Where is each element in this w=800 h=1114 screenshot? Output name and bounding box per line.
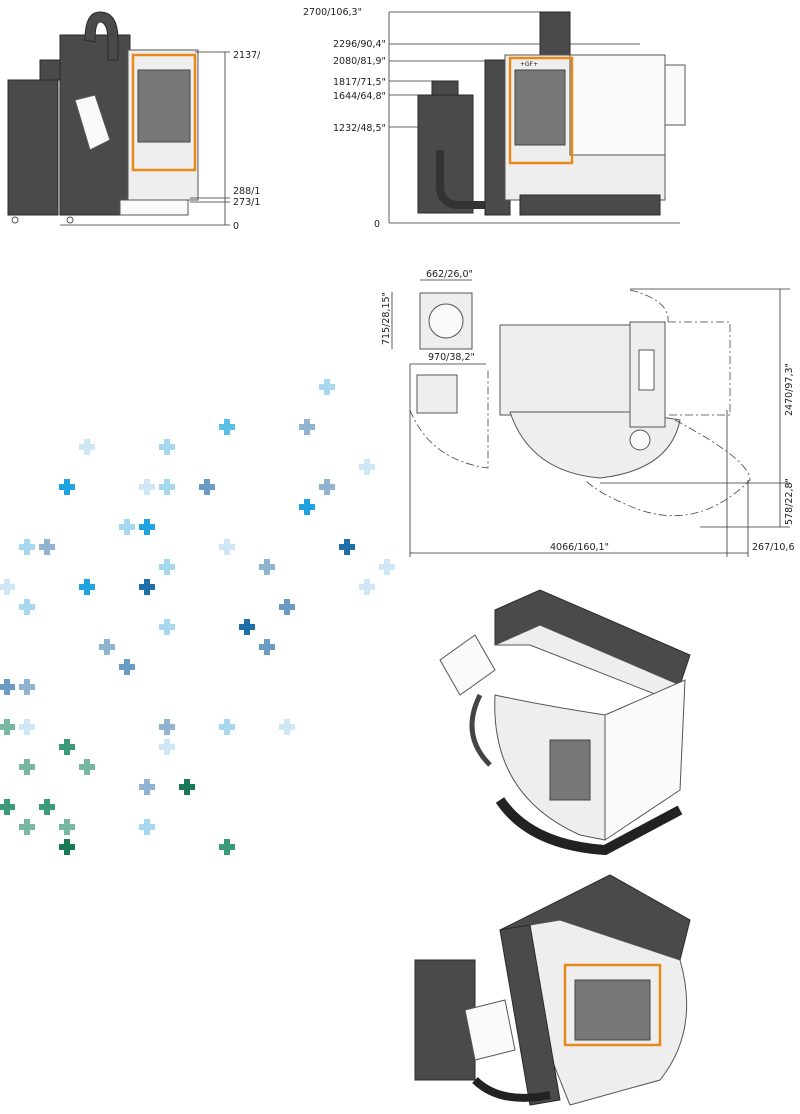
dim-267: 267/10,6 <box>752 542 795 553</box>
plus-icon <box>159 439 175 455</box>
dim-578: 578/22,8" <box>784 478 795 525</box>
plus-icon <box>179 779 195 795</box>
plus-icon <box>19 759 35 775</box>
machine-top <box>499 324 631 416</box>
plus-icon <box>139 479 155 495</box>
control-panel <box>74 94 111 151</box>
plus-icon <box>39 539 55 555</box>
dim-2470: 2470/97,3" <box>784 363 795 416</box>
plus-icon <box>379 559 395 575</box>
control-panel-iso <box>439 634 496 696</box>
plus-icon <box>59 479 75 495</box>
dim-2296: 2296/90,4" <box>333 39 386 50</box>
dim-zero-side: 0 <box>374 219 380 230</box>
plus-icon <box>59 839 75 855</box>
dim-662: 662/26,0" <box>426 269 473 280</box>
isometric-view-2 <box>414 874 691 1106</box>
door-window <box>137 69 191 143</box>
plus-icon <box>39 799 55 815</box>
plus-icon <box>19 679 35 695</box>
dim-1232: 1232/48,5" <box>333 123 386 134</box>
plus-icon <box>0 579 15 595</box>
logo: +GF+ <box>520 61 538 68</box>
plus-icon <box>159 479 175 495</box>
side-view-drawing: 2700/106,3" 2296/90,4" 2080/81,9" 1817/7… <box>303 7 686 230</box>
plus-icon <box>79 579 95 595</box>
plus-icon <box>339 539 355 555</box>
plus-icon <box>19 539 35 555</box>
plus-icon <box>0 679 15 695</box>
plus-icon <box>219 419 235 435</box>
plus-icon <box>159 719 175 735</box>
dim-1644: 1644/64,8" <box>333 91 386 102</box>
plus-icon <box>319 479 335 495</box>
plus-icon <box>119 659 135 675</box>
dim-288: 288/11,4" <box>233 186 260 197</box>
plus-icon <box>159 619 175 635</box>
dim-2080: 2080/81,9" <box>333 56 386 67</box>
plus-icon <box>59 739 75 755</box>
dim-715: 715/28,15" <box>381 292 392 345</box>
plus-icon <box>279 719 295 735</box>
dim-height-door: 2137/84,2" <box>233 50 260 61</box>
control-panel-iso-2 <box>464 999 516 1061</box>
plus-icon <box>319 379 335 395</box>
plus-icon <box>219 539 235 555</box>
plus-icon <box>139 519 155 535</box>
plus-icon <box>139 779 155 795</box>
coolant-unit <box>7 79 59 216</box>
plus-icon <box>19 819 35 835</box>
plus-icon <box>219 719 235 735</box>
plus-icon <box>199 479 215 495</box>
dim-4066: 4066/160,1" <box>550 542 609 553</box>
plus-icon <box>139 819 155 835</box>
dim-970: 970/38,2" <box>428 352 475 363</box>
dim-2700: 2700/106,3" <box>303 7 362 18</box>
dim-zero: 0 <box>233 221 239 232</box>
plus-icon <box>159 559 175 575</box>
plus-icon <box>219 839 235 855</box>
top-view-drawing: 662/26,0" 715/28,15" 970/38,2" 2470/97,3… <box>381 269 795 557</box>
dim-1817: 1817/71,5" <box>333 77 386 88</box>
dim-273: 273/10,8" <box>233 197 260 208</box>
plus-icon <box>19 599 35 615</box>
plus-icon <box>139 579 155 595</box>
plus-icon <box>99 639 115 655</box>
plus-icon <box>359 579 375 595</box>
isometric-view-1 <box>439 589 691 855</box>
plus-icon <box>279 599 295 615</box>
plus-icon <box>259 639 275 655</box>
plus-icon <box>0 799 15 815</box>
plus-icon <box>59 819 75 835</box>
plus-icon <box>0 719 15 735</box>
plus-icon <box>79 759 95 775</box>
plus-icon <box>239 619 255 635</box>
front-view-drawing: 2137/84,2" 288/11,4" 273/10,8" 0 <box>7 11 260 232</box>
plus-icon <box>299 499 315 515</box>
coolant-unit-iso <box>414 959 476 1081</box>
plus-icon <box>19 719 35 735</box>
plus-icon <box>359 459 375 475</box>
plus-icon <box>159 739 175 755</box>
plus-icon <box>299 419 315 435</box>
plus-icon <box>79 439 95 455</box>
plus-icon <box>119 519 135 535</box>
door-window-side <box>514 69 566 146</box>
plus-icon <box>259 559 275 575</box>
